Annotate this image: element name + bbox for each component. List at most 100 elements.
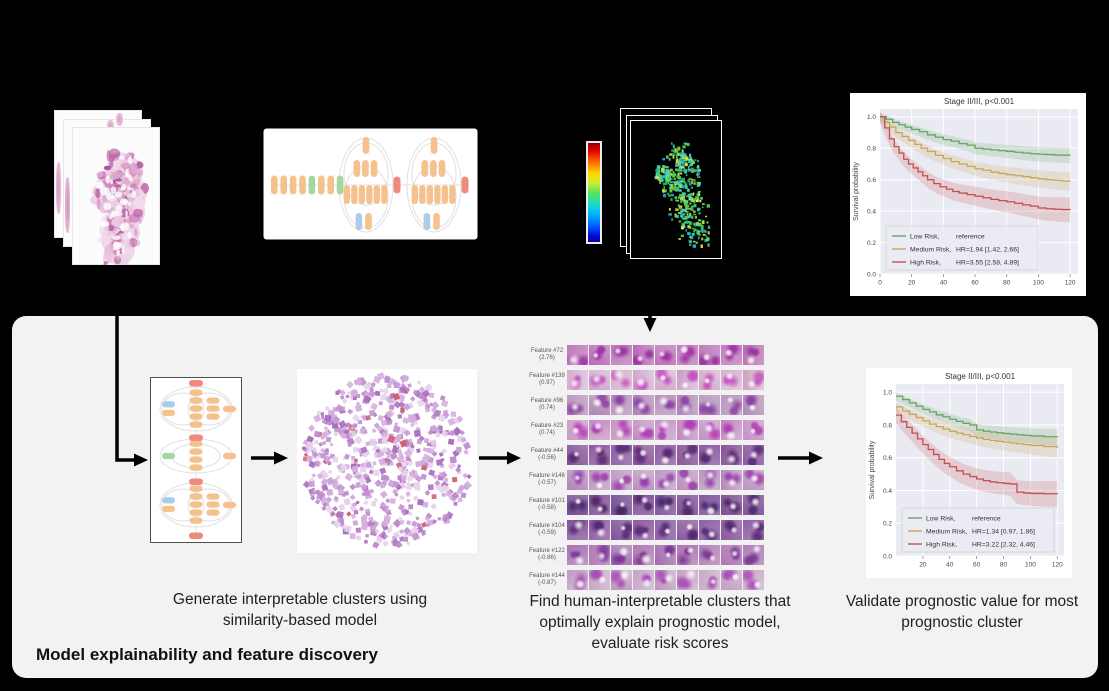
tissue-patch: [743, 470, 764, 490]
svg-text:High Risk,: High Risk,: [910, 259, 941, 266]
tissue-patch: [633, 545, 654, 565]
tissue-patch: [611, 470, 632, 490]
tissue-patch: [677, 570, 698, 590]
tissue-patch: [655, 420, 676, 440]
tissue-patch: [567, 495, 588, 515]
tissue-patch: [567, 395, 588, 415]
tissue-patch: [721, 370, 742, 390]
tissue-patch: [699, 445, 720, 465]
wsi-page-front: [72, 113, 160, 265]
tissue-patch: [721, 345, 742, 365]
tissue-patch: [655, 520, 676, 540]
tissue-patch: [589, 545, 610, 565]
svg-text:High Risk,: High Risk,: [926, 541, 957, 548]
svg-text:Survival probability: Survival probability: [869, 440, 876, 499]
svg-text:0.2: 0.2: [867, 240, 876, 247]
svg-text:HR=3.22 [2.32, 4.46]: HR=3.22 [2.32, 4.46]: [972, 541, 1035, 548]
caption-line: Find human-interpretable clusters that: [529, 593, 791, 610]
feature-label: Feature #146(-0.57): [529, 473, 565, 486]
tissue-patch: [699, 370, 720, 390]
feature-patch-strip: [567, 520, 764, 540]
tissue-patch: [699, 570, 720, 590]
tissue-patch: [611, 545, 632, 565]
tissue-patch: [721, 420, 742, 440]
feature-label: Feature #144(-0.87): [529, 573, 565, 586]
tissue-patch: [743, 445, 764, 465]
feature-patch-strip: [567, 545, 764, 565]
tissue-patch: [743, 545, 764, 565]
tissue-patch: [567, 520, 588, 540]
tissue-patch: [699, 545, 720, 565]
tissue-patch: [589, 570, 610, 590]
svg-text:reference: reference: [972, 515, 1001, 522]
feature-row: Feature #104(-0.59): [528, 520, 768, 540]
svg-text:80: 80: [1003, 280, 1011, 287]
svg-text:HR=3.55 [2.58, 4.89]: HR=3.55 [2.58, 4.89]: [956, 259, 1019, 266]
tissue-patch: [699, 395, 720, 415]
svg-text:0.8: 0.8: [867, 146, 876, 153]
cnn-architecture-horizontal: [263, 128, 478, 240]
tissue-patch: [633, 445, 654, 465]
tissue-patch: [567, 570, 588, 590]
tissue-patch: [589, 395, 610, 415]
feature-label: Feature #96(0.74): [530, 398, 564, 411]
tissue-patch: [677, 470, 698, 490]
caption-line: similarity-based model: [222, 612, 378, 629]
feature-patch-strip: [567, 345, 764, 365]
svg-text:60: 60: [973, 562, 981, 569]
tissue-patch: [611, 520, 632, 540]
tissue-patch: [677, 445, 698, 465]
tissue-patch: [611, 495, 632, 515]
caption-line: Validate prognostic value for most: [845, 593, 1079, 610]
feature-patch-strip: [567, 470, 764, 490]
svg-text:0.6: 0.6: [883, 455, 892, 462]
caption-step1: Generate interpretable clusters using si…: [148, 589, 452, 631]
risk-heatmap: [631, 121, 721, 258]
panel-title: Model explainability and feature discove…: [36, 645, 378, 664]
tissue-patch: [721, 445, 742, 465]
tissue-patch: [567, 370, 588, 390]
tissue-patch: [677, 395, 698, 415]
caption-line: Generate interpretable clusters using: [172, 591, 428, 608]
tissue-patch: [677, 345, 698, 365]
svg-text:40: 40: [940, 280, 948, 287]
feature-label: Feature #23(0.74): [530, 423, 564, 436]
svg-text:100: 100: [1033, 280, 1044, 287]
tissue-patch: [655, 470, 676, 490]
feature-row: Feature #144(-0.87): [528, 570, 768, 590]
feature-row: Feature #44(-0.56): [528, 445, 768, 465]
tissue-patch: [611, 345, 632, 365]
caption-step3: Validate prognostic value for most progn…: [810, 591, 1109, 633]
svg-text:60: 60: [971, 280, 979, 287]
tissue-patch: [721, 545, 742, 565]
tissue-patch: [611, 370, 632, 390]
svg-text:1.0: 1.0: [867, 114, 876, 121]
tissue-patch: [743, 520, 764, 540]
svg-text:80: 80: [1000, 562, 1008, 569]
svg-text:0.4: 0.4: [867, 208, 876, 215]
tissue-patch: [743, 420, 764, 440]
caption-line: optimally explain prognostic model,: [539, 614, 781, 631]
svg-text:100: 100: [1025, 562, 1036, 569]
heatmap-page-front: [630, 120, 722, 259]
tissue-patch: [655, 395, 676, 415]
tissue-patch: [633, 495, 654, 515]
patch-cluster-circle: [302, 372, 473, 549]
tissue-image: [89, 148, 149, 265]
tissue-patch: [655, 370, 676, 390]
tissue-patch: [567, 470, 588, 490]
tissue-patch: [633, 520, 654, 540]
tissue-patch: [611, 395, 632, 415]
feature-row: Feature #72(2.76): [528, 345, 768, 365]
tissue-patch: [743, 570, 764, 590]
feature-grid: Feature #72(2.76)Feature #139(0.97)Featu…: [528, 341, 768, 593]
tissue-patch: [589, 370, 610, 390]
jet-colorbar: [586, 141, 602, 244]
svg-text:Medium Risk,: Medium Risk,: [910, 246, 951, 253]
feature-row: Feature #146(-0.57): [528, 470, 768, 490]
